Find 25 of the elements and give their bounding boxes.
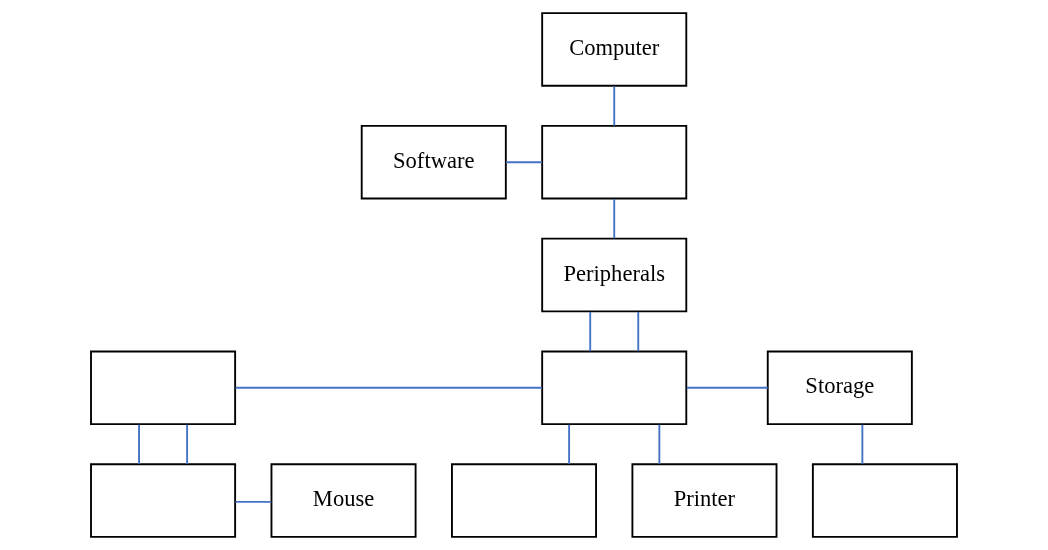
connector: [613, 85, 616, 127]
node-box: Computer: [541, 12, 688, 87]
node-box: Peripherals: [541, 237, 688, 313]
node-box: Storage: [766, 350, 913, 426]
node-box: [90, 350, 237, 426]
connector: [861, 423, 864, 465]
node-box: Mouse: [270, 463, 417, 538]
node-box: Software: [360, 124, 507, 200]
connector: [234, 500, 273, 503]
connector: [138, 423, 140, 465]
node-box: [541, 124, 688, 200]
connector: [505, 161, 543, 164]
connector: [637, 311, 640, 353]
connector: [613, 198, 616, 240]
connector: [568, 423, 571, 465]
connector: [589, 311, 592, 353]
connector: [685, 386, 769, 389]
connector: [234, 386, 543, 389]
node-box: [451, 463, 597, 538]
connector: [186, 423, 189, 465]
node-box: [811, 463, 958, 538]
connector: [658, 423, 661, 465]
node-box: [90, 463, 237, 538]
node-box: [541, 350, 688, 426]
node-box: Printer: [631, 463, 778, 538]
